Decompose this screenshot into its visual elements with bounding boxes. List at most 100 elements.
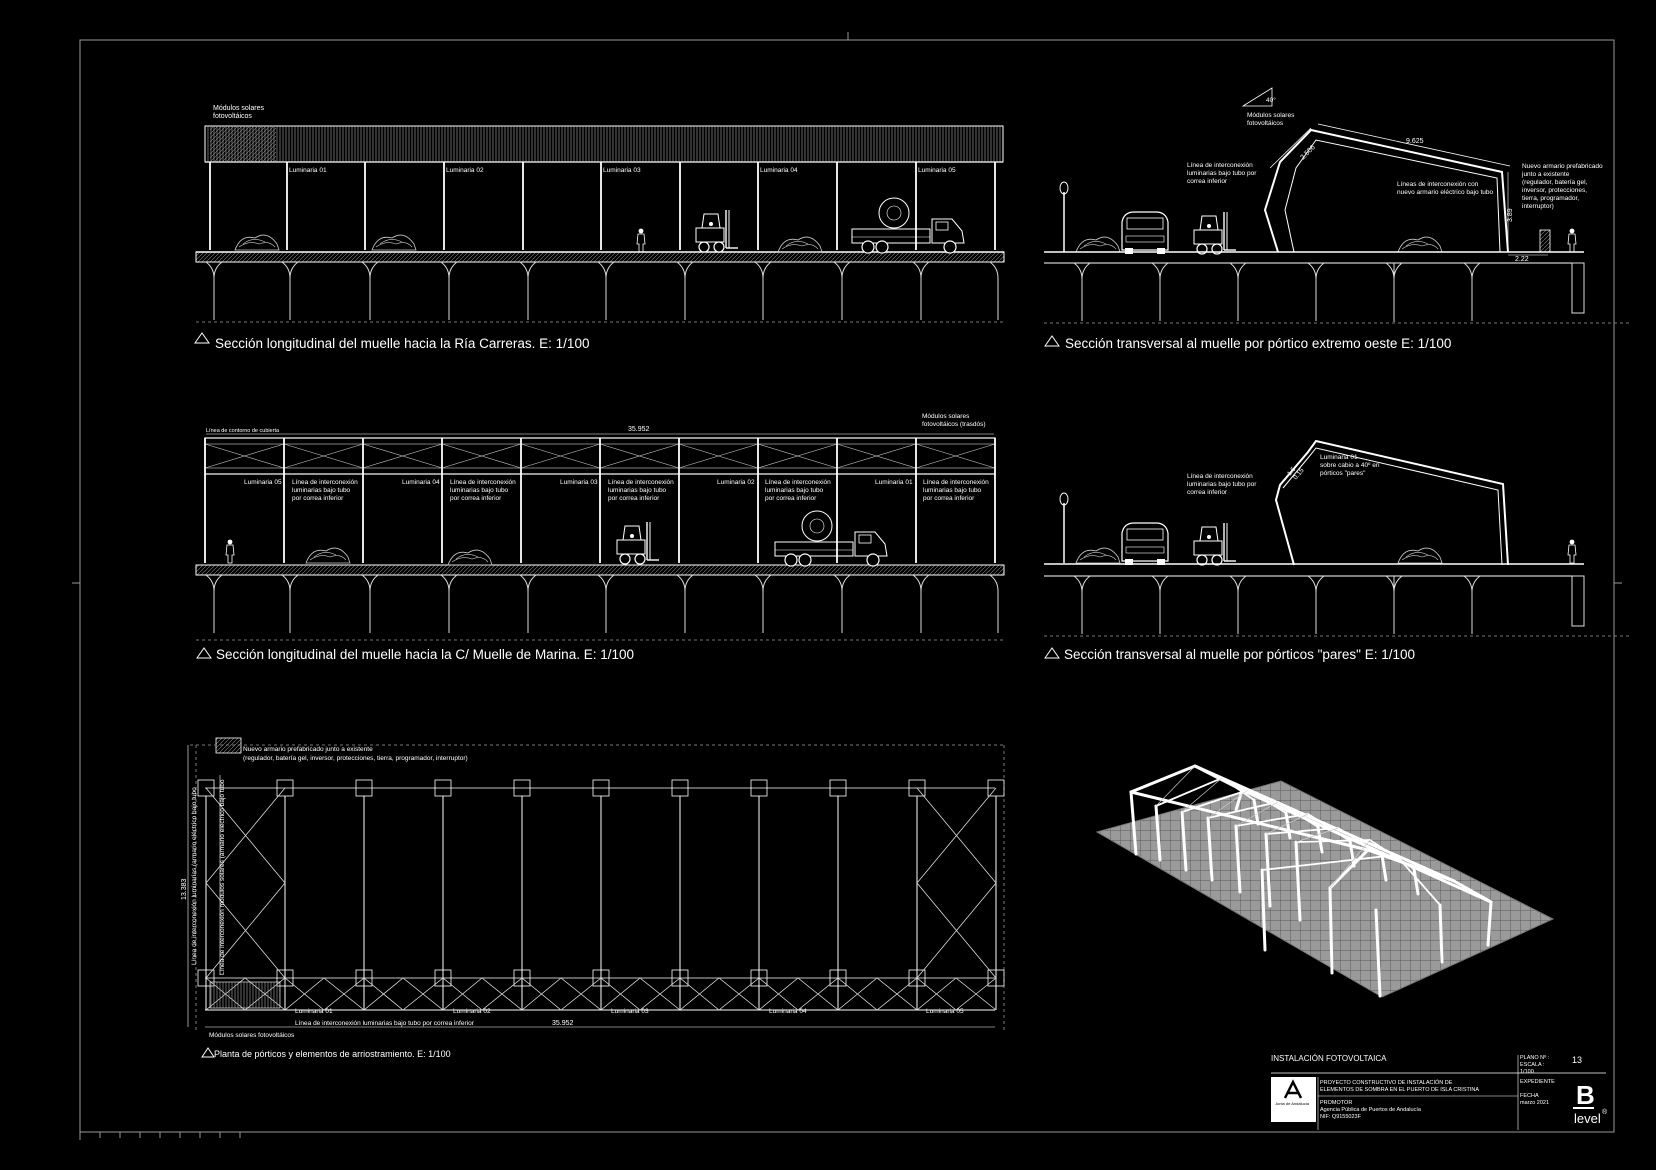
line-label: Línea de interconexión (765, 479, 831, 486)
luminaria-label: Luminaria 02 (446, 167, 484, 174)
junta-label: Junta de Andalucía (1275, 1101, 1310, 1106)
luminaria-label: Luminaria 05 (244, 479, 282, 486)
dim-base: 2.22 (1515, 256, 1529, 263)
side-label: Línea de interconexión módulos solares (… (219, 779, 226, 975)
armario-label: Nuevo armario prefabricado junto a exist… (243, 746, 373, 753)
bottom-line-label: Línea de interconexión luminarias bajo t… (295, 1020, 475, 1027)
line-label: luminarias bajo tubo (923, 487, 982, 494)
line-label: luminarias bajo tubo (765, 487, 824, 494)
armario-label: (regulador, batería gel, inversor, prote… (243, 755, 468, 762)
modules-label: fotovoltáicos (trasdós) (922, 421, 986, 428)
modules-label: Módulos solares fotovoltáicos (209, 1032, 295, 1039)
line-label: luminarias bajo tubo (292, 487, 351, 494)
dim-diag: 2.506 (1299, 144, 1316, 161)
line-label: correa inferior (1187, 489, 1228, 496)
escala-label: ESCALA : (1520, 1062, 1545, 1068)
dim-length: 35.952 (628, 426, 650, 433)
section-caption: Sección longitudinal del muelle hacia la… (215, 336, 589, 351)
dim-height: 3.89 (1507, 208, 1514, 222)
dim-side: 13.383 (181, 878, 188, 900)
modules-label: Módulos solares (213, 105, 264, 112)
luminaria-label: Luminaria 04 (402, 479, 440, 486)
section-caption: Sección transversal al muelle por pórtic… (1064, 647, 1415, 662)
luminaria-label: Luminaria 03 (560, 479, 598, 486)
armario-label: junto a existente (1521, 171, 1570, 178)
line-label: correa inferior (1187, 178, 1228, 185)
fecha-value: marzo 2021 (1520, 1100, 1549, 1106)
section-caption: Sección transversal al muelle por pórtic… (1065, 336, 1451, 351)
lum-label: Luminaria 01 (1320, 454, 1358, 461)
luminaria-label: Luminaria 05 (926, 1008, 964, 1015)
luminaria-label: Luminaria 01 (295, 1008, 333, 1015)
luminaria-label: Luminaria 02 (717, 479, 755, 486)
plano-number: 13 (1572, 1055, 1582, 1065)
promotor-value: Agencia Pública de Puertos de Andalucía (1320, 1107, 1422, 1113)
expediente-label: EXPEDIENTE (1520, 1079, 1555, 1085)
line-label: Línea de interconexión (1187, 473, 1253, 480)
line-label: luminarias bajo tubo por (1187, 170, 1257, 177)
section-transversal-pares: Línea de interconexión luminarias bajo t… (1044, 439, 1630, 662)
line-label: por correa inferior (292, 495, 344, 502)
dim-bottom: 35.952 (552, 1020, 574, 1027)
promotor-label: PROMOTOR (1320, 1100, 1352, 1106)
armario-label: tierra, programador, (1522, 195, 1579, 202)
isometric-3d-view (1095, 764, 1555, 998)
line-label: por correa inferior (765, 495, 817, 502)
luminaria-label: Luminaria 04 (769, 1008, 807, 1015)
line-label: luminarias bajo tubo por (1187, 481, 1257, 488)
armario-label: Nuevo armario prefabricado (1522, 163, 1603, 170)
project-title: ELEMENTOS DE SOMBRA EN EL PUERTO DE ISLA… (1320, 1087, 1479, 1093)
luminaria-label: Luminaria 01 (875, 479, 913, 486)
dim-top: 9.625 (1406, 138, 1424, 145)
armario-label: interruptor) (1522, 203, 1554, 210)
plan-view: Nuevo armario prefabricado junto a exist… (181, 737, 1005, 1059)
line-label: luminarias bajo tubo (608, 487, 667, 494)
line-label-2: nuevo armario eléctrico bajo tubo (1397, 189, 1493, 196)
section-transversal-oeste: 40° Módulos solares fotovoltáicos 9.625 … (1044, 87, 1630, 351)
project-title: PROYECTO CONSTRUCTIVO DE INSTALACIÓN DE (1320, 1079, 1453, 1086)
escala-value: 1/100 (1520, 1069, 1534, 1075)
nif-value: NIF: Q9155023F (1320, 1114, 1362, 1120)
logo-registered: ® (1602, 1108, 1608, 1116)
modules-label: fotovoltáicos (1247, 120, 1284, 127)
luminaria-label: Luminaria 05 (918, 167, 956, 174)
line-label: por correa inferior (608, 495, 660, 502)
drawing-title: INSTALACIÓN FOTOVOLTAICA (1271, 1054, 1387, 1063)
armario-label: (regulador, batería gel, (1522, 179, 1588, 186)
fecha-label: FECHA (1520, 1093, 1539, 1099)
line-label: Línea de interconexión (923, 479, 989, 486)
logo-letter: B (1576, 1080, 1595, 1110)
luminaria-label: Luminaria 02 (453, 1008, 491, 1015)
title-block: INSTALACIÓN FOTOVOLTAICA PLANO Nº : 13 E… (1271, 1054, 1608, 1130)
armario-label: inversor, protecciones, (1522, 187, 1587, 194)
logo-word: level (1574, 1111, 1601, 1126)
b-level-logo: B level ® (1573, 1080, 1608, 1126)
lum-label: pórticos "pares" (1320, 470, 1366, 477)
plano-label: PLANO Nº : (1520, 1054, 1550, 1061)
modules-label: Módulos solares (1247, 112, 1295, 119)
line-label: Línea de interconexión (292, 479, 358, 486)
dim-a: 1.5 (1286, 466, 1297, 478)
side-label: Línea de interconexión luminarias (armar… (191, 787, 198, 965)
luminaria-label: Luminaria 01 (289, 167, 327, 174)
section-longitudinal-marina: Línea de contorno de cubierta 35.952 Mód… (195, 413, 1005, 662)
line-label: por correa inferior (923, 495, 975, 502)
line-label: Línea de interconexión (1187, 162, 1253, 169)
lum-label: sobre cabio a 40º en (1320, 462, 1380, 469)
angle-label: 40° (1266, 96, 1276, 104)
luminaria-label: Luminaria 04 (760, 167, 798, 174)
line-label: luminarias bajo tubo (450, 487, 509, 494)
line-label: por correa inferior (450, 495, 502, 502)
modules-label: Módulos solares (922, 413, 970, 420)
section-caption: Planta de pórticos y elementos de arrios… (214, 1049, 451, 1059)
line-label-2: Líneas de interconexión con (1397, 181, 1479, 188)
contour-label: Línea de contorno de cubierta (206, 428, 280, 434)
line-label: Línea de interconexión (608, 479, 674, 486)
luminaria-label: Luminaria 03 (611, 1008, 649, 1015)
section-caption: Sección longitudinal del muelle hacia la… (216, 647, 634, 662)
modules-label: fotovoltáicos (213, 113, 252, 120)
line-label: Línea de interconexión (450, 479, 516, 486)
luminaria-label: Luminaria 03 (603, 167, 641, 174)
section-longitudinal-ria: Módulos solares fotovoltáicos Luminaria … (194, 105, 1005, 351)
